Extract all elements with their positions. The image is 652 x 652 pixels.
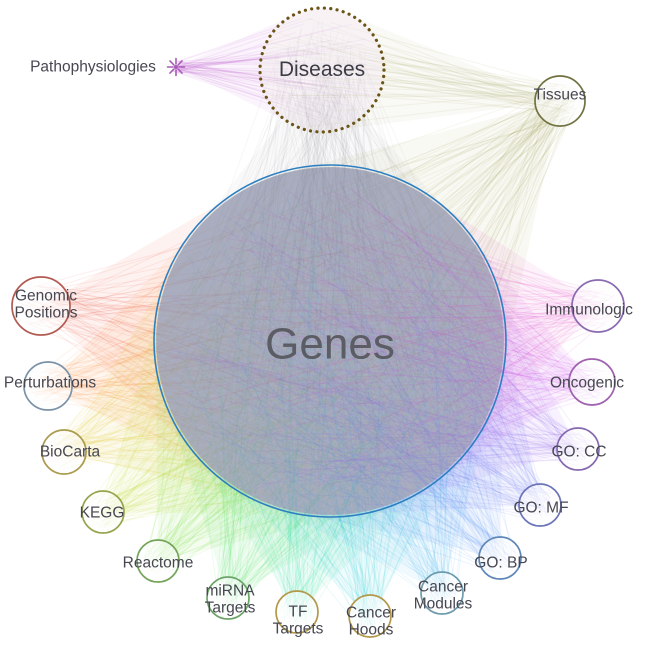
node-cancer-modules[interactable] (420, 571, 464, 615)
node-oncogenic[interactable] (568, 358, 616, 406)
edge-bundle-tissues-diseases (260, 8, 578, 132)
edge-bundle-cancer-hoods-genes (155, 166, 505, 633)
node-genomic-positions[interactable] (11, 276, 71, 336)
node-biocarta[interactable] (41, 429, 87, 475)
node-diseases[interactable] (258, 6, 386, 134)
node-go-mf[interactable] (518, 483, 562, 527)
node-go-bp[interactable] (478, 536, 522, 580)
node-genes[interactable] (153, 164, 507, 518)
edge-bundle-cancer-modules-genes (156, 167, 504, 610)
node-pathophysiologies[interactable] (166, 57, 186, 77)
node-go-cc[interactable] (556, 427, 600, 471)
edge-bundle-perturbations-genes (28, 166, 505, 516)
edge-bundle-mirna-targets-genes (155, 166, 505, 613)
edge-bundle-go-mf-genes (155, 166, 557, 522)
edge-bundle-biocarta-genes (47, 166, 504, 515)
node-cancer-hoods[interactable] (348, 594, 392, 638)
edge-bundle-go-bp-genes (155, 166, 517, 575)
edge-bundle-diseases-genes (155, 20, 505, 516)
node-kegg[interactable] (81, 490, 125, 534)
edge-bundle-tissues-genes (155, 82, 579, 515)
node-immunologic[interactable] (571, 279, 625, 333)
edge-bundle-genomic-positions-genes (18, 166, 504, 515)
node-mirna-targets[interactable] (206, 576, 250, 620)
edge-bundle-pathophysiologies-diseases (170, 8, 384, 132)
edge-bundle-tf-targets-genes (156, 167, 504, 628)
node-tf-targets[interactable] (275, 590, 319, 634)
edge-bundle-kegg-genes (87, 167, 505, 529)
edge-bundle-immunologic-genes (155, 166, 619, 516)
node-reactome[interactable] (136, 539, 180, 583)
edge-bundle-go-cc-genes (156, 167, 594, 515)
edge-bundle-reactome-genes (142, 166, 505, 574)
node-perturbations[interactable] (23, 361, 73, 411)
node-tissues[interactable] (534, 75, 586, 127)
